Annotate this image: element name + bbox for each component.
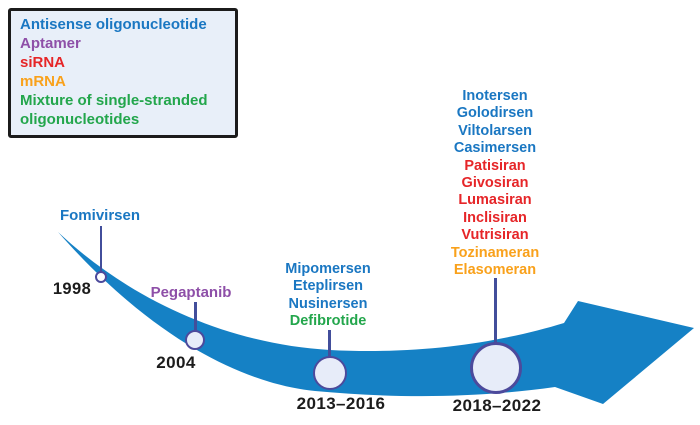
drug-name: Inclisiran — [463, 209, 527, 226]
legend-item-label: siRNA — [20, 54, 66, 71]
drug-name: Elasomeran — [453, 262, 537, 279]
drug-name: Mipomersen — [285, 261, 371, 277]
milestone-2013-2016-year-label: 2013–2016 — [296, 394, 386, 413]
drug-name: Defibrotide — [289, 313, 367, 330]
timeline-arrow-swoosh — [58, 232, 694, 404]
drug-name: Lumasiran — [458, 192, 532, 209]
drug-name: Givosiran — [461, 175, 529, 192]
milestone-2013-2016-node-circle — [313, 356, 347, 390]
drug-name: Pegaptanib — [150, 284, 232, 301]
milestone-2018-2022-connector-line — [494, 278, 497, 344]
milestone-2004-node-circle — [185, 330, 205, 350]
drug-name: Patisiran — [464, 157, 526, 174]
legend-box: Antisense oligonucleotide Aptamer siRNA … — [8, 8, 238, 138]
legend-item-label: Mixture of single-stranded oligonucleoti… — [20, 92, 208, 128]
legend-item-label: Aptamer — [20, 35, 81, 52]
milestone-2004-connector-line — [194, 302, 197, 332]
milestone-1998-drug-list: Fomivirsen — [40, 207, 160, 224]
milestone-1998-node-circle — [95, 271, 107, 283]
drug-name: Casimersen — [453, 140, 537, 157]
milestone-2004-year-label: 2004 — [156, 353, 196, 372]
milestone-2013-2016-drug-list: Mipomersen Eteplirsen Nusinersen Defibro… — [258, 261, 398, 331]
drug-name: Golodirsen — [456, 105, 534, 122]
milestone-2004-drug-list: Pegaptanib — [131, 284, 251, 301]
legend-item-label: mRNA — [20, 73, 66, 90]
legend-item-label: Antisense oligonucleotide — [20, 16, 207, 33]
drug-name: Nusinersen — [288, 295, 368, 312]
drug-name: Inotersen — [462, 88, 528, 104]
milestone-2018-2022-year-label: 2018–2022 — [452, 396, 542, 415]
drug-name: Vutrisiran — [461, 227, 529, 244]
milestone-1998-year-label: 1998 — [52, 280, 92, 298]
drug-name: Viltolarsen — [458, 122, 532, 139]
milestone-2013-2016-connector-line — [328, 330, 331, 358]
milestone-2018-2022-node-circle — [470, 342, 522, 394]
drug-name: Eteplirsen — [292, 278, 364, 295]
milestone-1998-connector-line — [100, 226, 102, 272]
milestone-2018-2022-drug-list: Inotersen Golodirsen Viltolarsen Casimer… — [425, 88, 565, 279]
drug-name: Tozinameran — [450, 244, 540, 261]
drug-name: Fomivirsen — [59, 207, 141, 224]
